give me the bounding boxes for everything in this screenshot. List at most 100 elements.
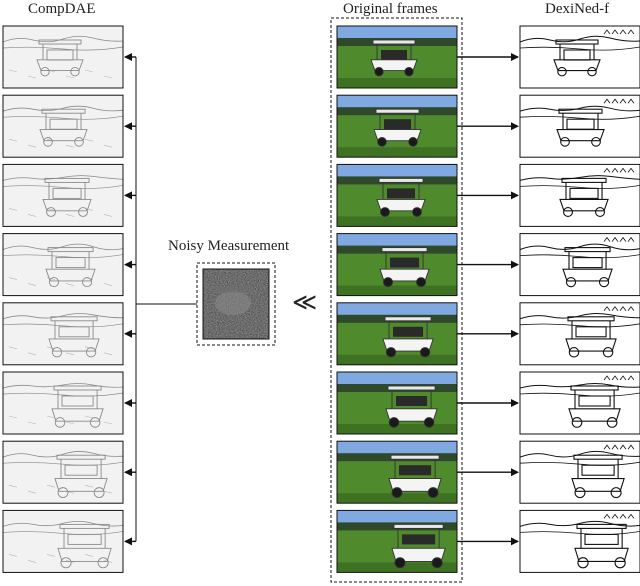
frame-background (3, 510, 123, 573)
ground-contour (520, 46, 640, 51)
frame-border (2, 440, 124, 504)
grass-stroke (27, 490, 37, 494)
cart-wheel (412, 207, 422, 217)
tree-edge (619, 444, 627, 450)
golf-cart (45, 247, 96, 288)
grass-stroke (27, 144, 37, 148)
grass-stroke (8, 138, 18, 142)
cart-wheel (598, 277, 610, 288)
ground-contour (520, 461, 640, 466)
cart-wheel (423, 417, 435, 428)
ground-contour (3, 461, 123, 466)
cart-body (57, 547, 112, 562)
frame-background (520, 164, 640, 227)
cart-wheel (385, 347, 397, 358)
measurement-border (202, 268, 270, 340)
compdae-frame (2, 94, 124, 158)
ground-contour (3, 46, 123, 51)
horizon-contour (520, 35, 640, 43)
frame-border (2, 94, 124, 158)
cart-wheel (382, 277, 394, 288)
frame-background (520, 95, 640, 158)
tree-edge (627, 98, 635, 104)
tree-edge (619, 236, 627, 242)
cart-wheel (97, 557, 109, 569)
grass-stroke (46, 415, 56, 419)
cart-wheel (51, 347, 63, 358)
grass-stroke (84, 484, 94, 488)
cart-roof (56, 454, 106, 460)
horizon-contour (3, 35, 123, 43)
ground-contour (3, 185, 123, 189)
golf-cart (562, 247, 613, 288)
grass-stroke (103, 490, 113, 494)
cart-wheel (40, 67, 50, 77)
grass-shadow (337, 424, 457, 434)
tree-edge (627, 513, 635, 519)
cart-wheel (85, 347, 97, 358)
frame-border (2, 302, 124, 366)
dexined-frame (519, 440, 640, 504)
cart-wheel (565, 277, 577, 288)
grass-stroke (46, 484, 56, 488)
frame-background (3, 95, 123, 158)
cart-seat (381, 50, 407, 60)
golf-cart (370, 39, 418, 77)
original-frame (336, 371, 458, 435)
grass-stroke (103, 75, 113, 79)
golf-cart (57, 523, 112, 569)
tree-edge (603, 167, 611, 173)
dexined-frame (519, 25, 640, 89)
cart-wheel (571, 417, 583, 428)
compdae-frame (2, 233, 124, 297)
ground-contour (520, 185, 640, 189)
grass-stroke (103, 352, 113, 356)
grass-stroke (65, 283, 75, 286)
frame-background (3, 441, 123, 504)
grass-stroke (27, 75, 37, 79)
tree-edge (603, 444, 611, 450)
cart-seat (64, 464, 98, 476)
tree-edge (611, 306, 619, 312)
golf-cart (379, 247, 430, 288)
cart-wheel (419, 347, 431, 358)
cart-roof (59, 523, 110, 529)
cart-body (571, 478, 625, 492)
frame-background (520, 441, 640, 504)
grass-stroke (27, 214, 37, 217)
ground-contour (520, 323, 640, 328)
compdae-frame (2, 371, 124, 435)
cart-roof (564, 247, 611, 253)
cart-seat (581, 464, 615, 476)
grass-stroke (65, 75, 75, 79)
golf-cart (559, 177, 609, 217)
original-frames-title: Original frames (343, 1, 438, 17)
golf-cart (51, 385, 104, 428)
tree-edge (603, 513, 611, 519)
horizon-contour (3, 175, 123, 181)
grass-stroke (27, 283, 37, 286)
frame-border (519, 163, 640, 227)
tree-edge (603, 236, 611, 242)
horizon-contour (520, 313, 640, 320)
cart-wheel (78, 207, 88, 217)
cart-wheel (374, 67, 384, 77)
horizon-contour (3, 521, 123, 527)
tree-edge (611, 375, 619, 381)
cart-wheel (48, 277, 60, 288)
cart-roof (384, 316, 432, 322)
ground-contour (520, 392, 640, 397)
cart-wheel (54, 417, 66, 428)
cart-wheel (431, 557, 443, 569)
cart-wheel (606, 417, 618, 428)
cart-wheel (562, 206, 574, 217)
original-frame (336, 94, 458, 158)
cart-roof (558, 108, 603, 114)
cart-seat (575, 326, 607, 338)
dexined-frame (519, 233, 640, 297)
frame-border (2, 25, 124, 89)
cart-wheel (557, 66, 567, 77)
tree-edge (611, 167, 619, 173)
frame-border (519, 302, 640, 366)
